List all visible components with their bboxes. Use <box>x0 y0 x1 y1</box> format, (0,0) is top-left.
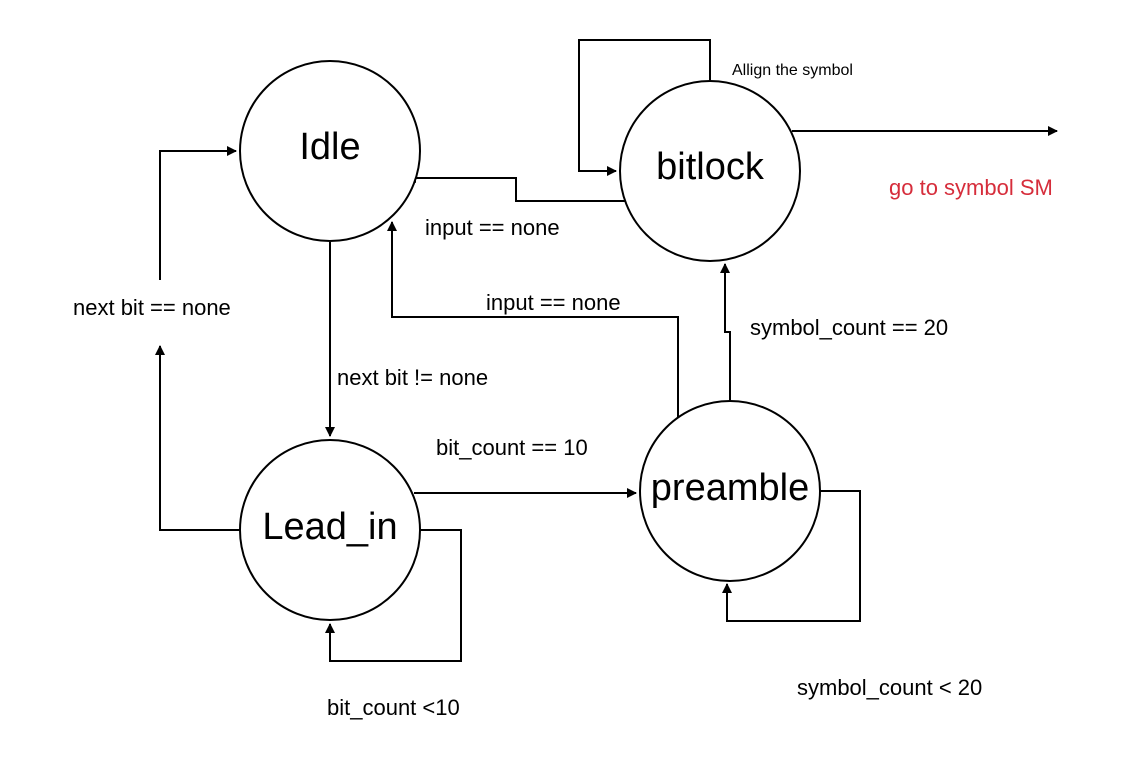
label-preamble-to-idle: input == none <box>486 290 621 315</box>
label-bitlock-self: Allign the symbol <box>732 62 853 79</box>
node-idle-label: Idle <box>299 126 360 168</box>
edge-preamble-self <box>722 490 861 622</box>
node-bitlock-label: bitlock <box>656 146 765 188</box>
label-lead-in-self: bit_count <10 <box>327 695 460 720</box>
node-preamble <box>639 400 821 582</box>
edge-bitlock-self <box>578 39 711 176</box>
label-bitlock-exit: go to symbol SM <box>889 175 1053 200</box>
edge-lead-in-self <box>325 529 462 662</box>
edge-lead-in-to-idle-upper <box>159 146 237 280</box>
label-bitlock-to-idle: input == none <box>425 215 560 240</box>
edge-preamble-to-bitlock <box>720 263 731 400</box>
label-idle-to-lead-in: next bit != none <box>337 365 488 390</box>
node-bitlock <box>619 80 801 262</box>
edge-preamble-to-idle <box>387 221 679 418</box>
label-lead-in-to-preamble: bit_count == 10 <box>436 435 588 460</box>
label-lead-in-to-idle: next bit == none <box>73 295 231 320</box>
node-lead-in-label: Lead_in <box>262 506 397 548</box>
label-preamble-self: symbol_count < 20 <box>797 675 982 700</box>
edge-bitlock-to-idle <box>406 173 626 202</box>
edge-lead-in-to-idle <box>155 345 240 531</box>
node-lead-in <box>239 439 421 621</box>
node-preamble-label: preamble <box>651 467 809 509</box>
label-preamble-to-bitlock: symbol_count == 20 <box>750 315 948 340</box>
node-idle <box>239 60 421 242</box>
